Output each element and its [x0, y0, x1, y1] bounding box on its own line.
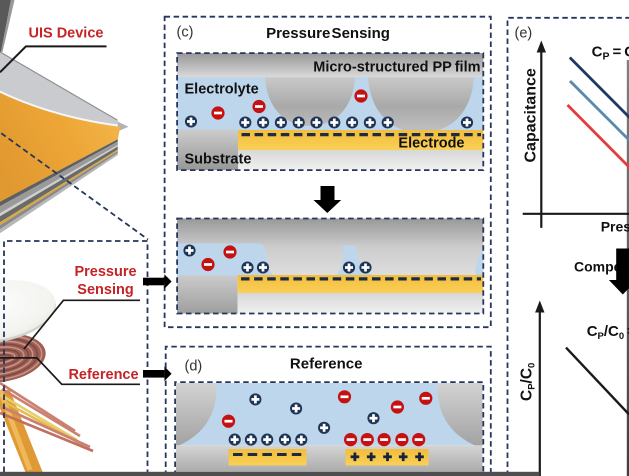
svg-text:(c): (c) — [177, 25, 194, 41]
svg-text:UIS Device: UIS Device — [29, 26, 104, 42]
svg-text:Electrode: Electrode — [398, 136, 464, 152]
svg-text:Micro-structured PP film: Micro-structured PP film — [313, 60, 480, 76]
svg-text:Reference: Reference — [68, 367, 138, 383]
svg-text:(e): (e) — [515, 26, 533, 42]
svg-text:CP/C0: CP/C0 — [519, 363, 538, 401]
svg-text:Pressure Sensing: Pressure Sensing — [266, 25, 390, 42]
svg-text:CP = C0: CP = C0 — [592, 44, 629, 63]
svg-text:(d): (d) — [185, 359, 203, 375]
svg-text:CP/C0 =: CP/C0 = — [587, 323, 629, 342]
svg-text:Compensation: Compensation — [574, 259, 629, 275]
svg-text:Pressure: Pressure — [74, 264, 136, 280]
svg-text:Sensing: Sensing — [77, 282, 133, 298]
svg-text:Capacitance: Capacitance — [523, 68, 540, 162]
svg-text:Substrate: Substrate — [185, 152, 252, 168]
svg-text:Reference: Reference — [290, 356, 363, 373]
svg-text:Pressure: Pressure — [601, 219, 629, 235]
svg-text:Electrolyte: Electrolyte — [185, 82, 259, 98]
